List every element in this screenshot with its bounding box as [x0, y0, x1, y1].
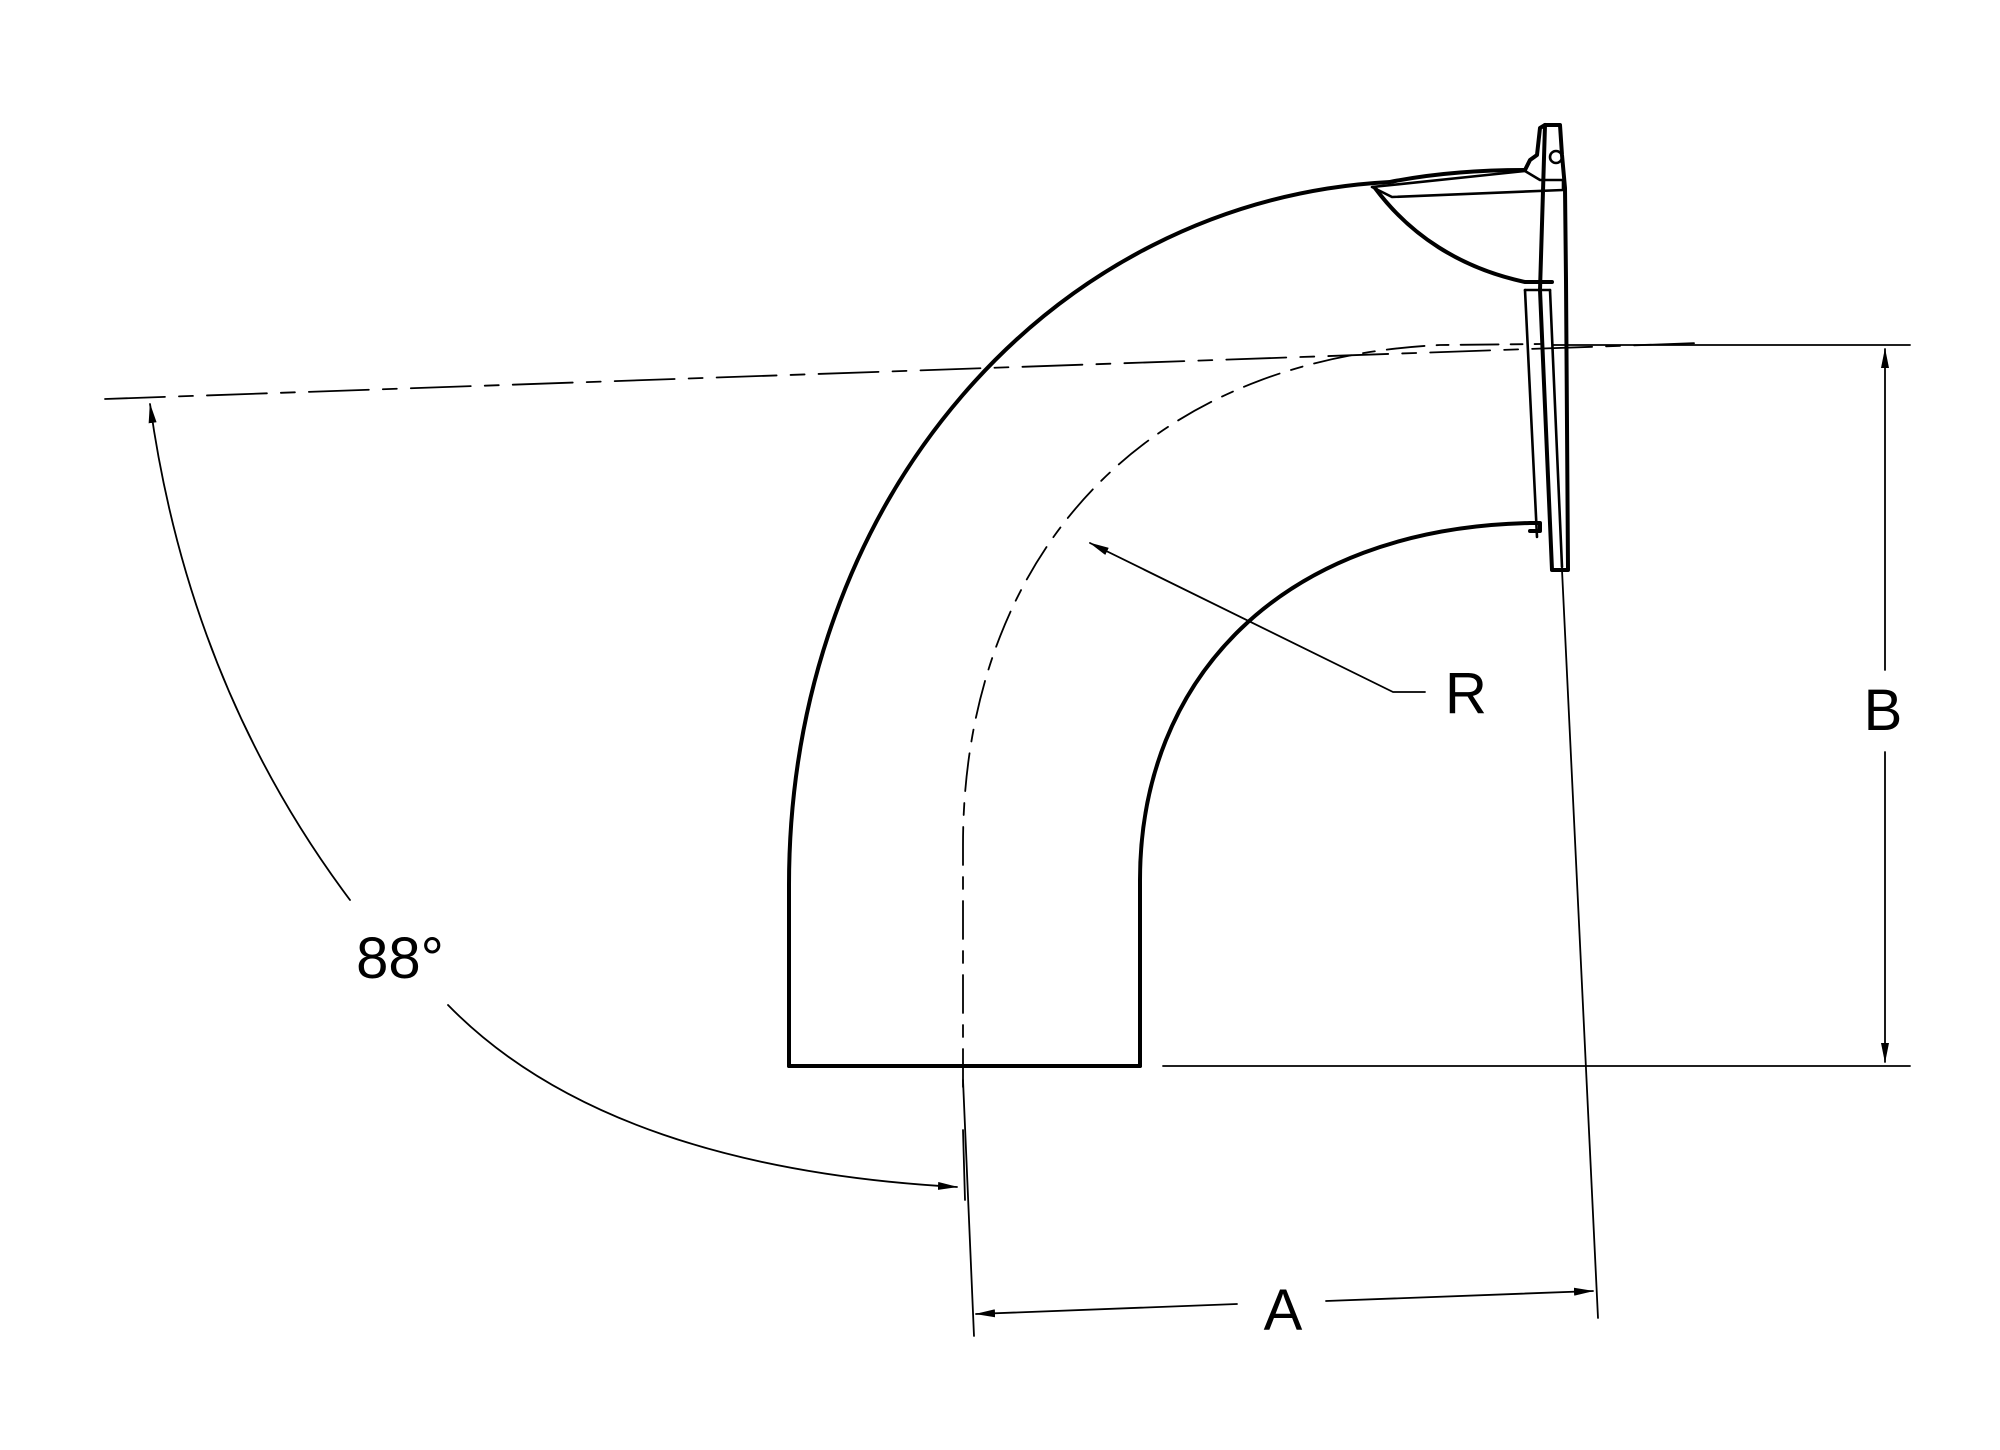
- dim-a-label: A: [1264, 1278, 1303, 1343]
- ext-line-a-left: [962, 1079, 975, 1337]
- elbow-inner-wall: [1138, 521, 1532, 1068]
- dim-b-label: B: [1864, 678, 1903, 743]
- elbow-centerline: [962, 343, 1541, 1088]
- dim-a-line-left: [975, 1303, 1238, 1318]
- ferrule-flange: [1370, 123, 1570, 572]
- elbow-outer-wall: [787, 180, 1392, 1068]
- ext-line-a-right: [1561, 569, 1599, 1319]
- angle-arc-lower: [447, 1004, 958, 1190]
- angle-reference-line: [104, 342, 1701, 400]
- angle-arc-upper: [148, 403, 351, 901]
- angle-label: 88°: [356, 926, 444, 991]
- centerline-vertical-lower: [962, 1129, 966, 1201]
- radius-leader: [1089, 542, 1426, 693]
- elbow-outer-top: [1388, 168, 1527, 184]
- dim-a-line-right: [1325, 1287, 1594, 1302]
- flange-hatch-section: [1370, 169, 1565, 199]
- radius-label: R: [1445, 661, 1487, 726]
